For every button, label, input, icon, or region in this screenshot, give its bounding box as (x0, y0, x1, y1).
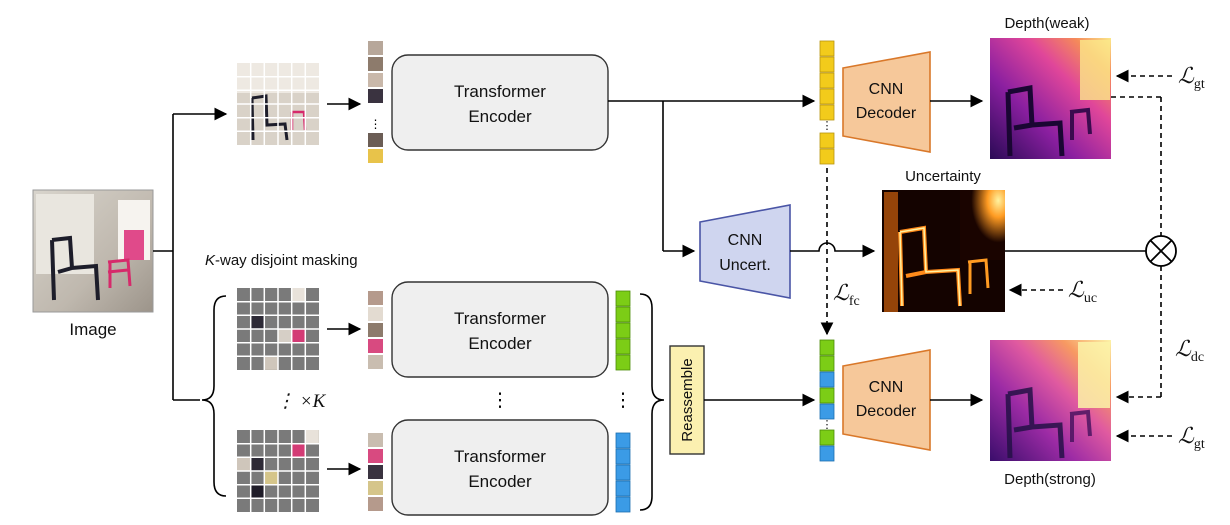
svg-text:⋮: ⋮ (370, 117, 382, 131)
loss-gt-top: ℒgt (1178, 63, 1205, 92)
masked-patch-grid-1 (237, 288, 319, 370)
token-ellipsis: ⋮ (614, 390, 633, 411)
encoder-2-label-line2: Encoder (468, 334, 532, 353)
branch-repeat-label: ⋮ ×K (276, 391, 327, 412)
transformer-encoder-1 (391, 54, 609, 151)
patch-token-strip-top: ⋮ (368, 41, 383, 163)
reassemble-label: Reassemble (679, 358, 696, 441)
uncertainty-map (882, 190, 1005, 312)
depth-weak-map (990, 38, 1111, 159)
encoder-2-label-line1: Transformer (454, 309, 546, 328)
decoder-strong-label-line1: CNN (869, 379, 904, 396)
patch-token-strip-masked-k (368, 433, 383, 511)
cnn-uncertainty-net (699, 204, 791, 299)
transformer-encoder-2 (391, 281, 609, 378)
strong-feature-tokens (819, 339, 835, 462)
encoder-1-output-lines (608, 94, 816, 258)
depth-strong-title: Depth(strong) (1004, 471, 1096, 488)
weak-feature-tokens (819, 40, 835, 165)
uncertainty-title: Uncertainty (905, 168, 981, 185)
dc-loss-lines (1111, 96, 1162, 404)
loss-fc: ℒfc (833, 280, 860, 309)
loss-dc: ℒdc (1175, 336, 1204, 365)
encoder-1-label-line1: Transformer (454, 82, 546, 101)
green-feature-tokens (615, 290, 631, 371)
arrow-uncert-to-map (790, 242, 876, 258)
reassemble-box (669, 345, 705, 455)
input-branch-lines (153, 107, 228, 401)
depth-strong-map (990, 340, 1111, 461)
depth-weak-title: Depth(weak) (1004, 15, 1089, 32)
encoder-3-label-line1: Transformer (454, 447, 546, 466)
cnn-decoder-strong (842, 349, 931, 451)
uncert-label-line1: CNN (728, 232, 763, 249)
masked-patch-grid-k (237, 430, 319, 512)
multiply-node (1145, 235, 1177, 267)
uncert-label-line2: Uncert. (719, 257, 771, 274)
weak-tokens-ellipsis: ⋮ (822, 120, 833, 132)
patch-token-strip-masked-1 (368, 291, 383, 369)
decoder-weak-label-line1: CNN (869, 81, 904, 98)
reassemble-brace (639, 293, 665, 511)
input-image-label: Image (69, 320, 116, 339)
encoder-3-label-line2: Encoder (468, 472, 532, 491)
encoder-1-label-line2: Encoder (468, 107, 532, 126)
transformer-encoder-3 (391, 419, 609, 516)
masking-title: K-way disjoint masking (205, 252, 358, 269)
input-image (32, 189, 154, 313)
loss-gt-bottom: ℒgt (1178, 423, 1205, 452)
cnn-decoder-weak (842, 51, 931, 153)
k-branch-brace (201, 295, 227, 497)
loss-uc: ℒuc (1068, 277, 1097, 306)
blue-feature-tokens (615, 432, 631, 513)
encoder-ellipsis: ⋮ (491, 390, 510, 411)
decoder-strong-label-line2: Decoder (856, 403, 917, 420)
strong-tokens-ellipsis: ⋮ (822, 419, 833, 431)
decoder-weak-label-line2: Decoder (856, 105, 917, 122)
full-patch-grid (237, 63, 319, 145)
